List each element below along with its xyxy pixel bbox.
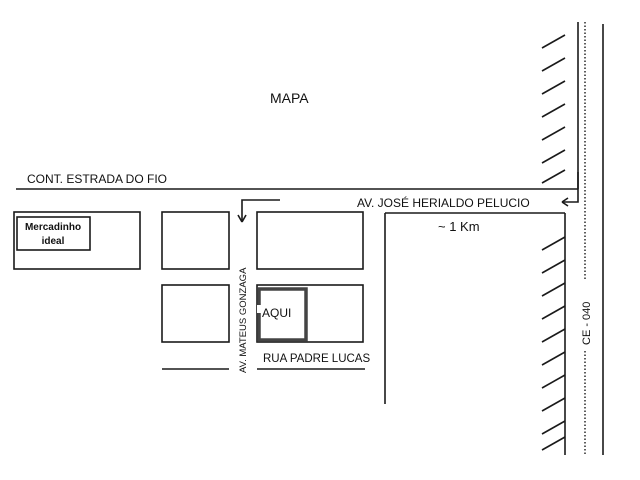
label-distance: ~ 1 Km — [438, 219, 480, 234]
label-av-mateus: AV. MATEUS GONZAGA — [238, 267, 249, 373]
block-mid-top — [161, 211, 230, 270]
label-mercadinho-line1: Mercadinho — [25, 222, 81, 233]
label-rua-padre-lucas: RUA PADRE LUCAS — [263, 353, 370, 365]
label-highway: CE - 040 — [581, 302, 593, 345]
mercadinho-box — [16, 216, 91, 251]
hatching-bottom — [541, 236, 566, 451]
arrow-head-left — [237, 214, 247, 223]
block-mid-bottom — [161, 284, 230, 343]
arrow-head-right — [561, 197, 569, 207]
hatching-top — [541, 34, 566, 184]
aqui-location — [257, 287, 308, 342]
label-cont-estrada: CONT. ESTRADA DO FIO — [27, 172, 167, 186]
block-right-top — [256, 211, 364, 270]
highway-label-bg — [579, 280, 591, 350]
arrow-path-right — [562, 172, 579, 203]
label-av-jose: AV. JOSÉ HERIALDO PELUCIO — [357, 195, 530, 210]
label-aqui: AQUI — [262, 306, 291, 320]
map-title: MAPA — [270, 90, 309, 106]
label-mercadinho-line2: ideal — [42, 236, 65, 247]
arrow-path-left — [241, 199, 280, 222]
